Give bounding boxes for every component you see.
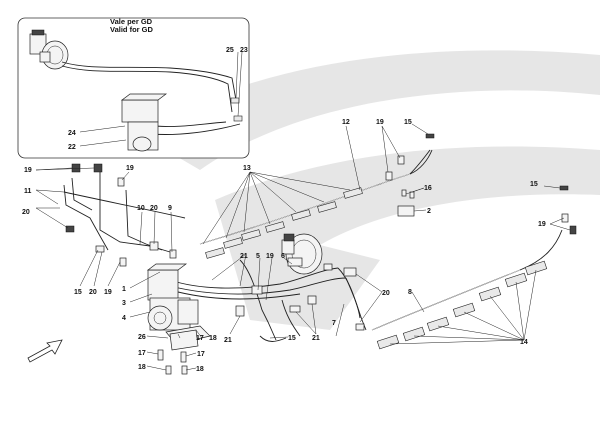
callout-20-left: 20 — [22, 209, 30, 216]
callout-21-right: 21 — [312, 335, 320, 342]
inset-union-23 — [233, 115, 243, 122]
callout-6: 6 — [281, 253, 285, 260]
watermark-logo — [140, 50, 600, 330]
callout-14: 14 — [520, 339, 528, 346]
callout-16: 16 — [424, 185, 432, 192]
abs-bracket — [157, 329, 199, 375]
callout-20-bottom: 20 — [89, 289, 97, 296]
callout-19-top: 19 — [376, 119, 384, 126]
callout-17-right: 17 — [196, 335, 204, 342]
pipe-clips-13 — [205, 187, 363, 259]
callout-2: 2 — [427, 208, 431, 215]
callout-3: 3 — [122, 300, 126, 307]
callout-18-bottom: 18 — [196, 366, 204, 373]
callouts: 12 19 15 16 2 13 19 11 20 19 10 20 9 21 … — [22, 119, 546, 373]
callout-1: 1 — [122, 286, 126, 293]
callout-19-right: 19 — [538, 221, 546, 228]
callout-26: 26 — [138, 334, 146, 341]
inset-panel: Vale per GD Valid for GD 25 23 — [17, 17, 250, 159]
callout-12: 12 — [342, 119, 350, 126]
callout-7: 7 — [332, 320, 336, 327]
inset-title-it: Vale per GD — [110, 17, 153, 26]
callout-19-bottom: 19 — [104, 289, 112, 296]
callout-8: 8 — [408, 289, 412, 296]
callout-11: 11 — [24, 188, 32, 195]
brake-pipes — [63, 149, 563, 341]
callout-23: 23 — [240, 47, 248, 54]
callout-15-right: 15 — [530, 181, 538, 188]
inset-master-cylinder — [29, 29, 69, 70]
brake-booster-master-cylinder — [281, 233, 323, 275]
front-direction-arrow — [27, 339, 63, 363]
callout-18-left: 18 — [138, 364, 146, 371]
callout-13: 13 — [243, 165, 251, 172]
inset-abs-unit — [120, 93, 168, 152]
callout-19-mid: 19 — [266, 253, 274, 260]
callout-22: 22 — [68, 144, 76, 151]
small-fittings — [65, 133, 577, 342]
callout-15-top: 15 — [404, 119, 412, 126]
callout-20-right: 20 — [382, 290, 390, 297]
callout-20-center: 20 — [150, 205, 158, 212]
leader-lines — [35, 123, 571, 371]
callout-15-lower: 15 — [288, 335, 296, 342]
pipe-clips-14 — [376, 260, 548, 350]
callout-19-left: 19 — [24, 167, 32, 174]
callout-5: 5 — [256, 253, 260, 260]
callout-19-center: 19 — [126, 165, 134, 172]
callout-25: 25 — [226, 47, 234, 54]
callout-4: 4 — [122, 315, 126, 322]
callout-15-left: 15 — [74, 289, 82, 296]
callout-24: 24 — [68, 130, 76, 137]
callout-9: 9 — [168, 205, 172, 212]
callout-17-left: 17 — [138, 350, 146, 357]
callout-17-lower: 17 — [197, 351, 205, 358]
inset-title-en: Valid for GD — [110, 25, 154, 34]
callout-10: 10 — [137, 205, 145, 212]
callout-21-center: 21 — [240, 253, 248, 260]
inset-union-25 — [230, 97, 240, 104]
callout-18-right: 18 — [209, 335, 217, 342]
abs-hydraulic-unit — [146, 263, 211, 345]
callout-21-lower: 21 — [224, 337, 232, 344]
